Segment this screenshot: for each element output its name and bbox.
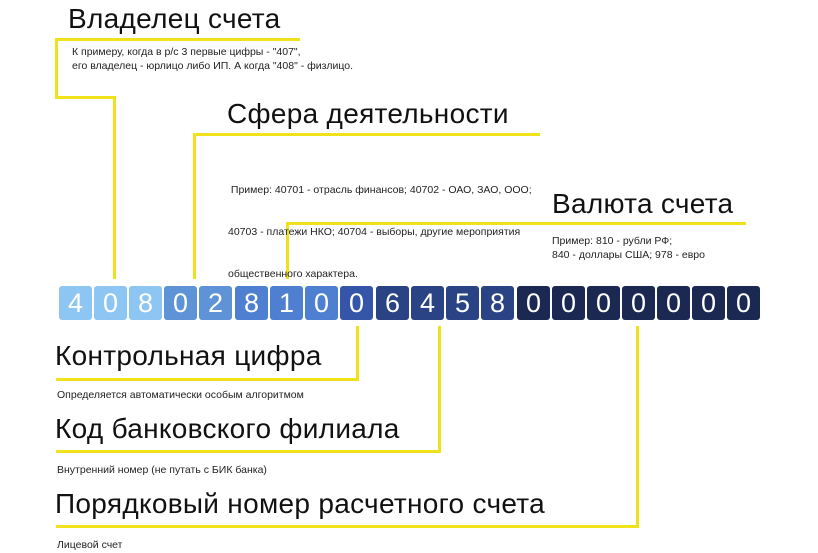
check-note: Определяется автоматически особым алгори… [57,389,304,401]
currency-note-line: 840 - доллары США; 978 - евро [552,249,705,261]
account-digit: 0 [587,286,620,320]
account-digit: 0 [94,286,127,320]
owner-connector [55,38,300,41]
currency-connector [286,222,746,225]
check-connector [356,326,359,381]
account-digit: 8 [481,286,514,320]
account-digit: 0 [657,286,690,320]
activity-note-line: Пример: 40701 - отрасль финансов; 40702 … [228,184,532,196]
serial-note: Лицевой счет [57,539,123,551]
branch-title: Код банковского филиала [55,413,400,444]
account-digit: 5 [446,286,479,320]
account-digit: 0 [164,286,197,320]
account-digit: 0 [727,286,760,320]
owner-connector [55,38,58,99]
owner-title: Владелец счета [68,3,281,34]
activity-connector [193,133,540,136]
account-digit: 0 [552,286,585,320]
check-title: Контрольная цифра [55,340,322,371]
owner-note: К примеру, когда в р/с 3 первые цифры - … [72,45,353,73]
branch-connector [438,326,441,453]
currency-note: Пример: 810 - рубли РФ; 840 - доллары СШ… [552,234,705,262]
owner-connector [113,96,116,279]
account-digit: 2 [199,286,232,320]
branch-note: Внутренний номер (не путать с БИК банка) [57,464,267,476]
activity-note-line: общественного характера. [228,268,358,280]
serial-connector [56,525,639,528]
account-digit: 4 [59,286,92,320]
owner-connector [55,96,115,99]
currency-title: Валюта счета [552,188,734,219]
account-digit: 6 [376,286,409,320]
activity-connector [193,133,196,279]
account-digit: 0 [340,286,373,320]
check-connector [56,378,359,381]
activity-note-line: 40703 - платежи НКО; 40704 - выборы, дру… [228,226,521,238]
account-digit: 1 [270,286,303,320]
serial-title: Порядковый номер расчетного счета [55,488,545,519]
serial-connector [636,326,639,528]
account-digit: 0 [622,286,655,320]
account-digit: 8 [129,286,162,320]
account-digit: 0 [692,286,725,320]
owner-note-line: его владелец - юрлицо либо ИП. А когда "… [72,60,353,72]
activity-title: Сфера деятельности [227,98,509,129]
currency-note-line: Пример: 810 - рубли РФ; [552,235,673,247]
account-digit: 0 [305,286,338,320]
currency-connector [286,222,289,279]
account-digit: 4 [411,286,444,320]
owner-note-line: К примеру, когда в р/с 3 первые цифры - … [72,46,301,58]
branch-connector [56,450,441,453]
activity-note: Пример: 40701 - отрасль финансов; 40702 … [228,155,532,295]
account-digit: 8 [235,286,268,320]
account-digit: 0 [517,286,550,320]
